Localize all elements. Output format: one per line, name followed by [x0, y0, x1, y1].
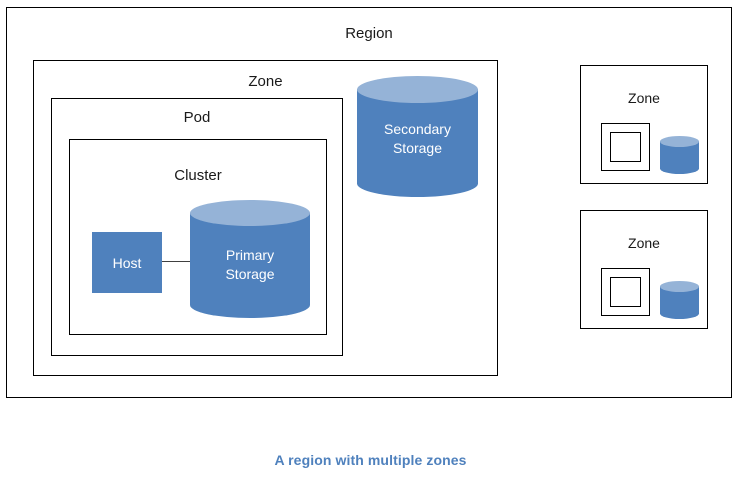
cylinder-body — [190, 213, 310, 305]
secondary-storage-cylinder: Secondary Storage — [357, 76, 478, 197]
side-zone-2-host-square — [601, 268, 650, 316]
pod-box: Pod — [51, 98, 343, 356]
pod-label: Pod — [183, 109, 211, 126]
zone-label: Zone — [248, 73, 283, 90]
host-label: Host — [112, 254, 142, 271]
cylinder-top-ellipse — [357, 76, 478, 103]
cluster-label: Cluster — [174, 167, 222, 184]
side-zone-2-host-square-inner — [610, 277, 641, 307]
cylinder-top-ellipse — [660, 136, 699, 147]
primary-storage-cylinder: Primary Storage — [190, 200, 310, 318]
host-shape: Host — [92, 232, 162, 293]
side-zone-box-1: Zone — [580, 65, 708, 184]
diagram-caption: A region with multiple zones — [274, 452, 467, 468]
side-zone-1-storage-cylinder — [660, 136, 699, 174]
zone-box: Zone — [33, 60, 498, 376]
cluster-box: Cluster — [69, 139, 327, 335]
region-box: Region — [6, 7, 732, 398]
region-label: Region — [345, 25, 393, 42]
side-zone-2-storage-cylinder — [660, 281, 699, 319]
cylinder-body — [357, 89, 478, 184]
host-storage-connector — [161, 261, 193, 262]
cylinder-top-ellipse — [190, 200, 310, 226]
side-zone-box-2: Zone — [580, 210, 708, 329]
side-zone-1-host-square — [601, 123, 650, 171]
side-zone-label-2: Zone — [628, 235, 660, 251]
cylinder-top-ellipse — [660, 281, 699, 292]
side-zone-1-host-square-inner — [610, 132, 641, 162]
side-zone-label-1: Zone — [628, 90, 660, 106]
